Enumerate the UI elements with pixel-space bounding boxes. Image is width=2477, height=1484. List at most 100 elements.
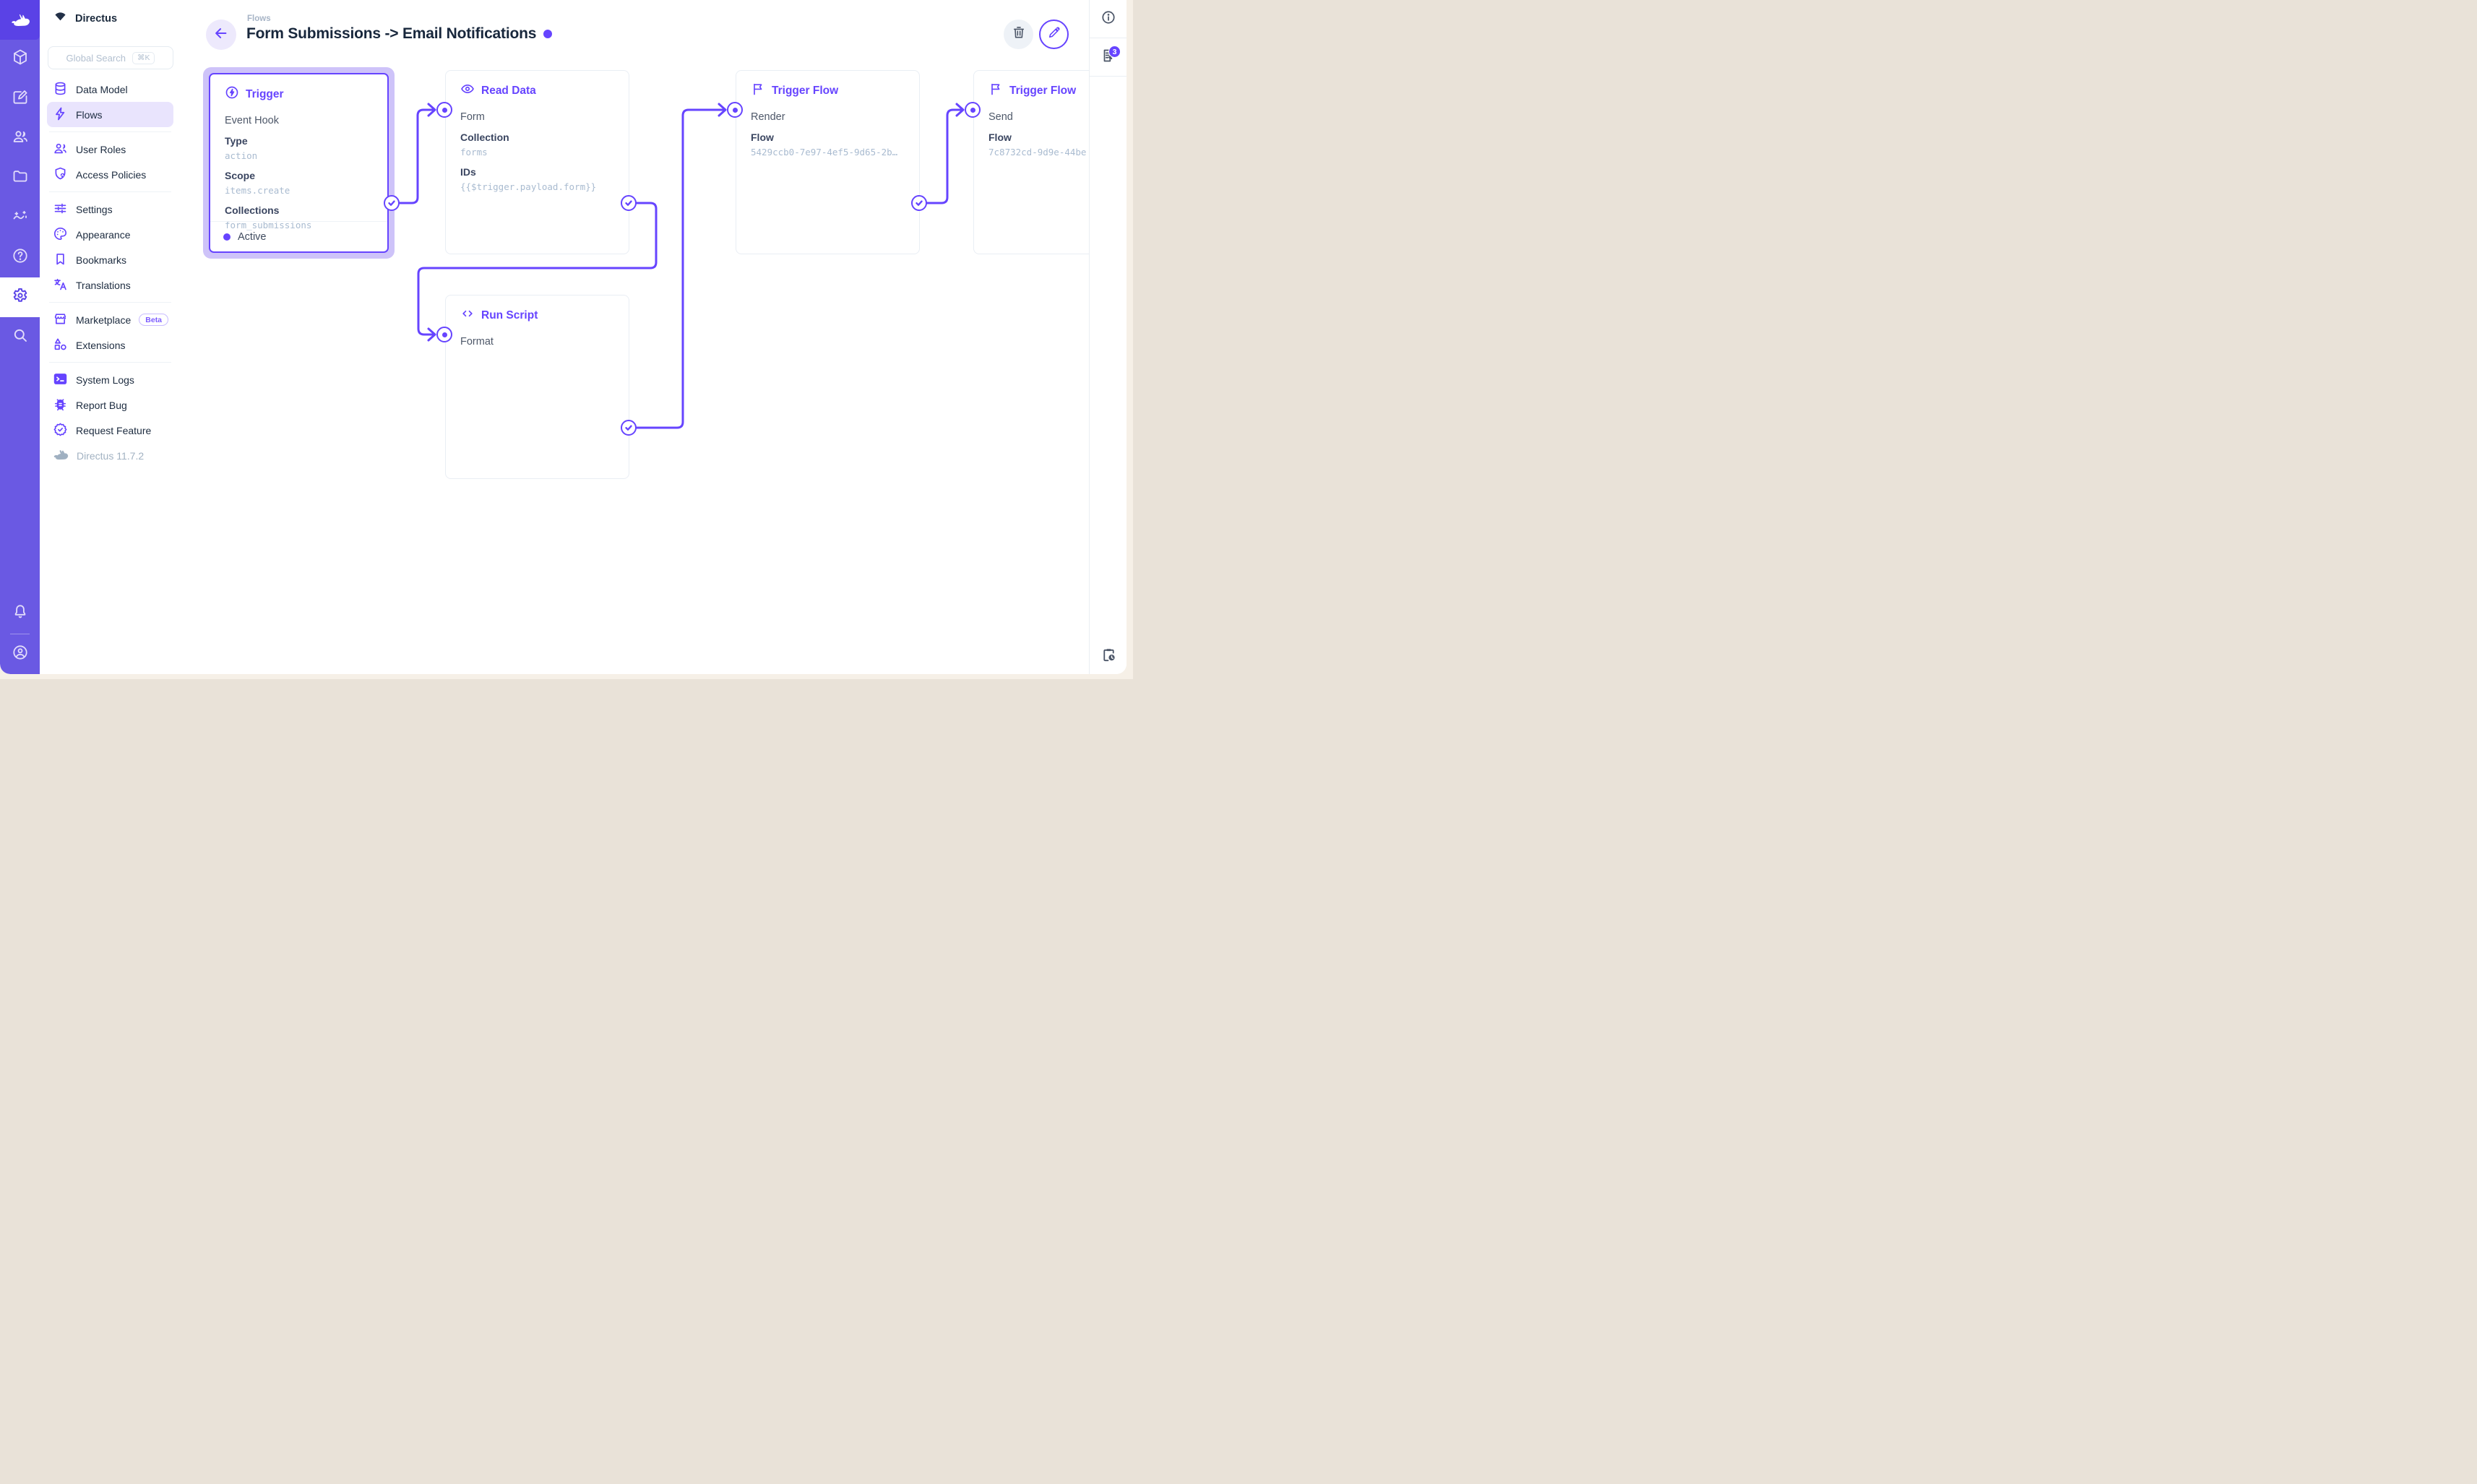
edge-trigger-to-read-data bbox=[390, 108, 436, 204]
terminal-icon bbox=[53, 371, 68, 389]
flag-icon bbox=[988, 82, 1003, 100]
sidebar-item-user-roles[interactable]: User Roles bbox=[47, 137, 173, 162]
account-button[interactable] bbox=[0, 634, 40, 674]
people-icon bbox=[12, 128, 29, 149]
input-connector-trigger-flow-send[interactable] bbox=[965, 102, 981, 118]
info-button[interactable] bbox=[1090, 0, 1127, 38]
people-icon bbox=[53, 141, 68, 158]
sidebar-item-label: Data Model bbox=[76, 83, 128, 95]
node-trigger-flow-send[interactable]: Trigger Flow Send Flow 7c8732cd-9d9e-44b… bbox=[973, 70, 1089, 254]
input-connector-run-script[interactable] bbox=[436, 327, 452, 342]
directus-logo[interactable] bbox=[0, 0, 40, 40]
input-connector-read-data[interactable] bbox=[436, 102, 452, 118]
sidebar-item-report-bug[interactable]: Report Bug bbox=[47, 392, 173, 418]
avatar-icon bbox=[12, 644, 29, 665]
sidebar-item-data-model[interactable]: Data Model bbox=[47, 77, 173, 102]
sidebar-item-label: Access Policies bbox=[76, 168, 147, 181]
translate-icon bbox=[53, 277, 68, 294]
module-users[interactable] bbox=[0, 118, 40, 158]
output-connector-read-data[interactable] bbox=[621, 195, 637, 211]
node-trigger[interactable]: Trigger Event Hook Type action Scope ite… bbox=[203, 67, 395, 259]
field-label: Type bbox=[225, 135, 248, 147]
node-trigger-card[interactable]: Trigger Event Hook Type action Scope ite… bbox=[209, 73, 389, 253]
module-insights[interactable] bbox=[0, 198, 40, 238]
node-read-data[interactable]: Read Data Form Collection forms IDs {{$t… bbox=[445, 70, 629, 254]
module-editor[interactable] bbox=[0, 79, 40, 118]
node-trigger-flow-render[interactable]: Trigger Flow Render Flow 5429ccb0-7e97-4… bbox=[736, 70, 920, 254]
input-connector-trigger-flow-render[interactable] bbox=[727, 102, 743, 118]
pending-revisions-button[interactable] bbox=[1090, 647, 1127, 667]
node-header: Trigger bbox=[225, 85, 373, 103]
logs-panel-button[interactable]: 3 bbox=[1090, 38, 1127, 77]
notifications-button[interactable] bbox=[0, 594, 40, 634]
sidebar-version: Directus 11.7.2 bbox=[47, 443, 173, 468]
delete-flow-button[interactable] bbox=[1004, 20, 1033, 49]
seal-check-icon bbox=[53, 422, 68, 439]
directus-app-window: Directus Global Search ⌘K Data Model Flo… bbox=[0, 0, 1133, 679]
sidebar-item-label: Flows bbox=[76, 108, 103, 121]
sidebar-item-system-logs[interactable]: System Logs bbox=[47, 367, 173, 392]
trigger-bolt-icon bbox=[225, 85, 239, 103]
output-connector-trigger[interactable] bbox=[384, 195, 400, 211]
trash-icon bbox=[1012, 25, 1026, 43]
sidebar-item-settings[interactable]: Settings bbox=[47, 197, 173, 222]
operation-key: Render bbox=[751, 111, 785, 123]
project-name: Directus bbox=[75, 13, 118, 25]
field-label: Collection bbox=[460, 131, 509, 143]
node-header: Trigger Flow bbox=[751, 82, 905, 100]
module-search[interactable] bbox=[0, 317, 40, 357]
field-label: IDs bbox=[460, 166, 476, 178]
module-list bbox=[0, 39, 40, 357]
sidebar-item-translations[interactable]: Translations bbox=[47, 272, 173, 298]
module-help[interactable] bbox=[0, 238, 40, 277]
module-settings[interactable] bbox=[0, 277, 40, 317]
sidebar-item-appearance[interactable]: Appearance bbox=[47, 222, 173, 247]
app-surface: Directus Global Search ⌘K Data Model Flo… bbox=[0, 0, 1127, 674]
field-value: forms bbox=[460, 147, 488, 158]
sidebar-item-marketplace[interactable]: Marketplace Beta bbox=[47, 307, 173, 332]
global-search-input[interactable]: Global Search ⌘K bbox=[48, 46, 173, 69]
project-header[interactable]: Directus bbox=[40, 0, 181, 38]
help-icon bbox=[12, 247, 29, 268]
module-content[interactable] bbox=[0, 39, 40, 79]
search-placeholder: Global Search bbox=[66, 52, 126, 64]
nav-divider bbox=[49, 191, 171, 192]
status-dot bbox=[223, 233, 231, 241]
nav-divider bbox=[49, 302, 171, 303]
edit-flow-button[interactable] bbox=[1039, 20, 1069, 49]
nav-divider bbox=[49, 362, 171, 363]
sidebar-item-flows[interactable]: Flows bbox=[47, 102, 173, 127]
flow-color-dot bbox=[543, 30, 553, 39]
right-sidebar: 3 bbox=[1089, 0, 1127, 674]
sidebar-item-bookmarks[interactable]: Bookmarks bbox=[47, 247, 173, 272]
database-icon bbox=[53, 81, 68, 98]
node-header: Run Script bbox=[460, 306, 614, 324]
beta-badge: Beta bbox=[139, 314, 169, 326]
project-fan-icon bbox=[53, 9, 68, 28]
node-run-script[interactable]: Run Script Format bbox=[445, 295, 629, 479]
field-value: form_submissions bbox=[225, 220, 312, 230]
operation-key: Send bbox=[988, 111, 1013, 123]
edge-run-script-to-trigger-flow-render bbox=[627, 108, 726, 429]
flow-canvas[interactable]: Flows Form Submissions -> Email Notifica… bbox=[181, 0, 1089, 674]
back-button[interactable] bbox=[206, 20, 236, 50]
sidebar-item-extensions[interactable]: Extensions bbox=[47, 332, 173, 358]
trigger-status: Active bbox=[210, 221, 387, 251]
sidebar-item-request-feature[interactable]: Request Feature bbox=[47, 418, 173, 443]
sidebar-item-label: Bookmarks bbox=[76, 254, 127, 266]
sidebar-item-label: Settings bbox=[76, 203, 113, 215]
breadcrumb[interactable]: Flows bbox=[247, 14, 271, 23]
nav-list: Data Model Flows User Roles Access Polic… bbox=[40, 75, 181, 470]
output-connector-run-script[interactable] bbox=[621, 420, 637, 436]
module-files[interactable] bbox=[0, 158, 40, 198]
folder-icon bbox=[12, 168, 29, 189]
field-label: Flow bbox=[751, 131, 774, 143]
eye-icon bbox=[460, 82, 475, 100]
edit-square-icon bbox=[12, 88, 29, 109]
tune-icon bbox=[53, 201, 68, 218]
output-connector-trigger-flow-render[interactable] bbox=[911, 195, 927, 211]
sidebar-item-label: Translations bbox=[76, 279, 131, 291]
edge-read-data-to-run-script bbox=[417, 202, 658, 336]
sidebar-item-access-policies[interactable]: Access Policies bbox=[47, 162, 173, 187]
flow-edges bbox=[390, 103, 965, 429]
